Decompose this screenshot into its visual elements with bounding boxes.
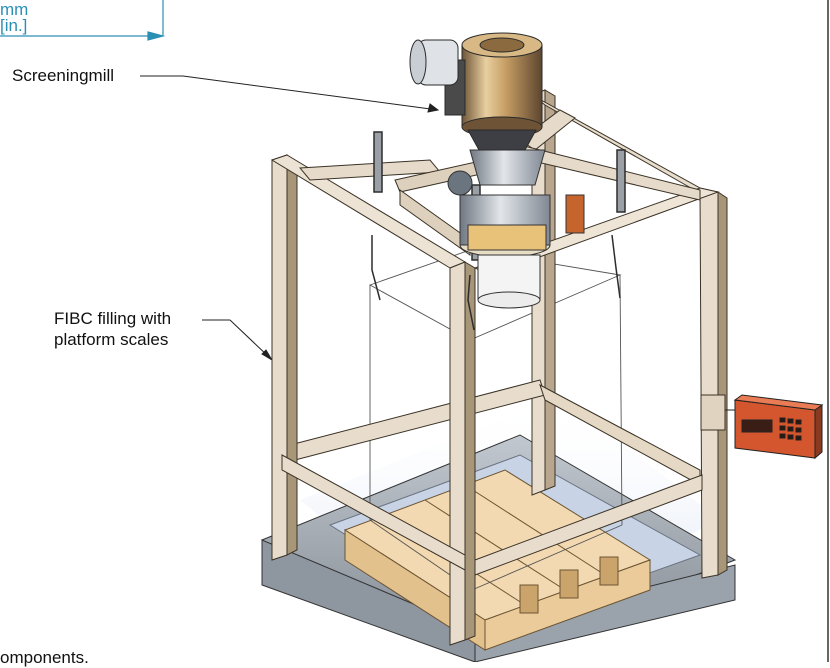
- frame-front-left: [270, 154, 476, 646]
- callout-fibc-line1: FIBC filling with: [54, 309, 172, 328]
- control-bracket: [565, 194, 585, 234]
- screening-mill: [409, 32, 543, 151]
- callout-leader-lines: [140, 75, 440, 361]
- filling-spout: [447, 149, 551, 309]
- unit-label-in: [in.]: [0, 16, 28, 35]
- unit-label-mm: mm: [0, 0, 29, 19]
- callout-fibc-line2: platform scales: [54, 330, 169, 349]
- frame-back: [289, 89, 706, 496]
- unit-box-border: [0, 0, 166, 41]
- weighing-indicator: [725, 394, 824, 460]
- callout-screeningmill: Screeningmill: [12, 66, 115, 85]
